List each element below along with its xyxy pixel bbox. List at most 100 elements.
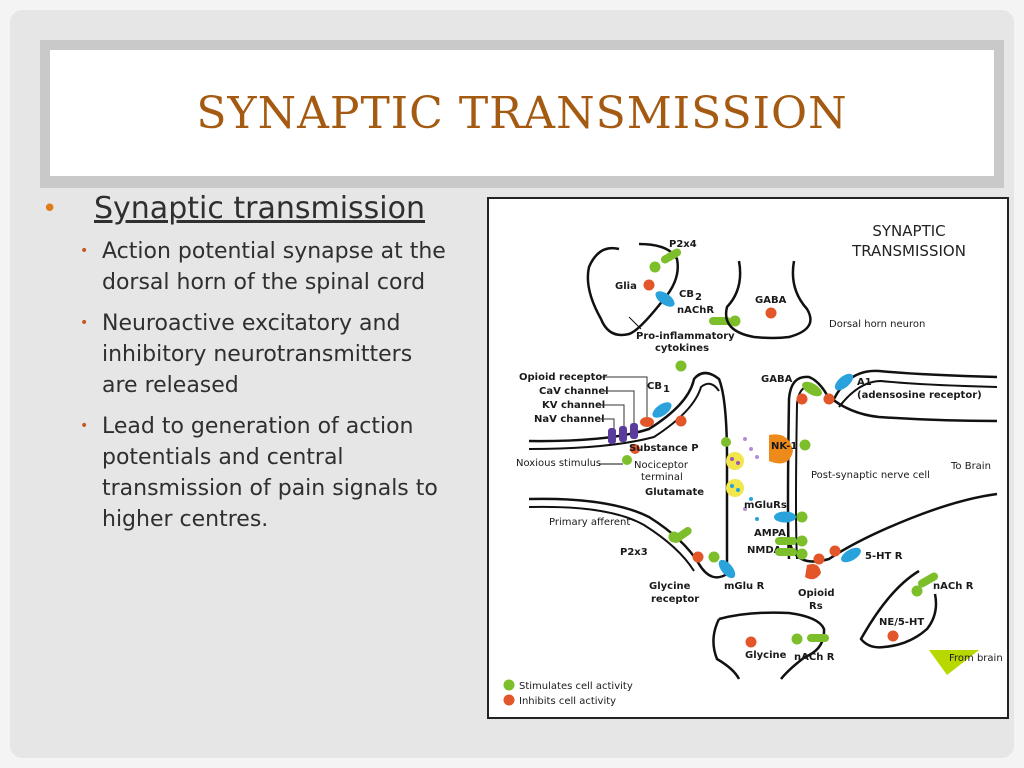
label-nachr-bottom: nACh R (794, 652, 835, 663)
nociceptor-outline-bottom-inner (528, 505, 695, 572)
stimulate-icon (796, 535, 808, 547)
label-to-brain: To Brain (950, 461, 991, 472)
a1-receptor (834, 373, 854, 391)
sub-bullet-dot: • (80, 243, 89, 259)
bullet-dot: • (42, 194, 58, 224)
glutamate-vesicle (726, 479, 744, 497)
legend-inhibits: Inhibits cell activity (519, 696, 616, 707)
inhibit-icon (630, 444, 640, 454)
stimulate-icon (622, 455, 632, 465)
label-p2x4: P2x4 (669, 239, 697, 250)
inhibit-icon (643, 279, 655, 291)
stimulate-icon (721, 437, 731, 447)
cav-channel (630, 423, 638, 439)
neurotransmitter-dot (736, 488, 740, 492)
label-cb1-sub: 1 (663, 384, 670, 395)
inhibit-icon (887, 630, 899, 642)
synaptic-diagram: SYNAPTIC TRANSMISSION Glia P2x4 CB 2 nAC… (487, 197, 1009, 719)
neurotransmitter-dot (749, 447, 753, 451)
nk1-receptor (769, 434, 793, 464)
bullet-main: • Synaptic transmission (42, 190, 462, 228)
sub-bullet-dot: • (80, 315, 89, 331)
label-primary-afferent: Primary afferent (549, 517, 630, 528)
label-noxious-stimulus: Noxious stimulus (516, 458, 601, 469)
glia-cell-outline (586, 242, 679, 337)
label-terminal: terminal (641, 472, 683, 483)
mglurs-receptor (774, 511, 796, 523)
stimulate-icon (675, 360, 687, 372)
diagram-title-line2: TRANSMISSION (851, 242, 966, 260)
label-opioid: Opioid (798, 588, 835, 599)
label-mglur: mGlu R (724, 581, 765, 592)
label-nmda: NMDA (747, 545, 782, 556)
label-kv-channel: KV channel (542, 400, 605, 411)
label-substance-p: Substance P (629, 443, 699, 454)
inhibit-icon (692, 551, 704, 563)
leader-line (601, 376, 648, 424)
5ht-receptor (841, 547, 861, 563)
ne5ht-neuron (859, 569, 938, 649)
stimulate-icon (791, 633, 803, 645)
title-frame: SYNAPTIC TRANSMISSION (40, 40, 1004, 188)
label-cb2-sub: 2 (695, 292, 702, 303)
bullet-list: • Synaptic transmission • Action potenti… (42, 190, 462, 545)
label-nav-channel: NaV channel (534, 414, 605, 425)
label-cytokines: cytokines (655, 343, 709, 354)
inhibit-icon (813, 553, 825, 565)
stimulate-icon (708, 551, 720, 563)
stimulate-icon (668, 531, 680, 543)
label-glia: Glia (615, 281, 637, 292)
stimulate-icon (729, 315, 741, 327)
label-from-brain: From brain (949, 653, 1003, 664)
neurotransmitter-dot (730, 484, 734, 488)
label-5ht-r: 5-HT R (865, 551, 903, 562)
label-nociceptor: Nociceptor (634, 460, 689, 471)
title-panel: SYNAPTIC TRANSMISSION (50, 50, 994, 176)
label-cav-channel: CaV channel (539, 386, 609, 397)
label-gaba-top: GABA (755, 295, 787, 306)
leader-line (601, 404, 625, 432)
bullet-sub-text: Action potential synapse at the dorsal h… (102, 239, 446, 295)
kv-channel (619, 426, 627, 442)
post-synaptic-outline-top (786, 375, 998, 560)
label-p2x3: P2x3 (620, 547, 648, 558)
leader-line (602, 390, 635, 429)
ampa-receptor (775, 537, 797, 545)
glycine-neuron (712, 611, 826, 680)
nachr-receptor-bottom (807, 634, 829, 642)
cb2-receptor (655, 291, 675, 307)
inhibit-icon (675, 415, 687, 427)
label-receptor: receptor (651, 594, 699, 605)
nmda-receptor (775, 548, 797, 556)
stimulate-icon (796, 511, 808, 523)
neurotransmitter-dot (755, 517, 759, 521)
label-nk1: NK-1 (771, 441, 797, 452)
inhibit-icon (823, 393, 835, 405)
label-dorsal-horn-neuron: Dorsal horn neuron (829, 319, 925, 330)
label-glutamate: Glutamate (645, 487, 704, 498)
a1-neuron-inner (838, 379, 998, 408)
stimulate-icon (911, 585, 923, 597)
diagram-svg: SYNAPTIC TRANSMISSION Glia P2x4 CB 2 nAC… (503, 222, 1003, 707)
inhibit-icon (829, 545, 841, 557)
label-glycine: Glycine (745, 650, 787, 661)
nociceptor-outline-bottom (528, 497, 728, 579)
legend-stimulate-icon (503, 679, 515, 691)
label-post-synaptic: Post-synaptic nerve cell (811, 470, 930, 481)
gaba-receptor (802, 381, 822, 397)
neurotransmitter-dot (743, 437, 747, 441)
inhibit-icon (745, 636, 757, 648)
label-nachr-top: nAChR (677, 305, 714, 316)
neurotransmitter-dot (749, 497, 753, 501)
bullet-main-text: Synaptic transmission (94, 191, 426, 226)
legend-stimulates: Stimulates cell activity (519, 681, 633, 692)
inhibit-icon (765, 307, 777, 319)
label-proinflammatory: Pro-inflammatory (636, 331, 735, 342)
sub-bullet-dot: • (80, 418, 89, 434)
label-ne5ht: NE/5-HT (879, 617, 924, 628)
post-synaptic-outline-bottom (787, 492, 998, 563)
label-adenosine: (adensosine receptor) (857, 390, 982, 401)
stimulate-icon (649, 261, 661, 273)
stimulate-icon (799, 439, 811, 451)
nachr-receptor-right (917, 572, 939, 588)
